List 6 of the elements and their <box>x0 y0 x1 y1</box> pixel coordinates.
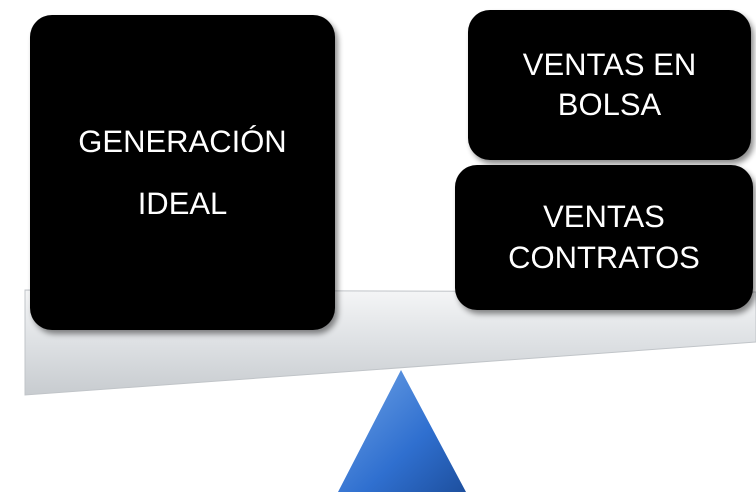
block-label: VENTAS CONTRATOS <box>507 198 701 276</box>
text-block <box>468 10 751 160</box>
text-block <box>455 165 753 310</box>
text-block <box>30 15 335 330</box>
block-label: VENTAS EN BOLSA <box>522 46 698 124</box>
block-label: GENERACIÓN IDEAL <box>77 122 288 222</box>
